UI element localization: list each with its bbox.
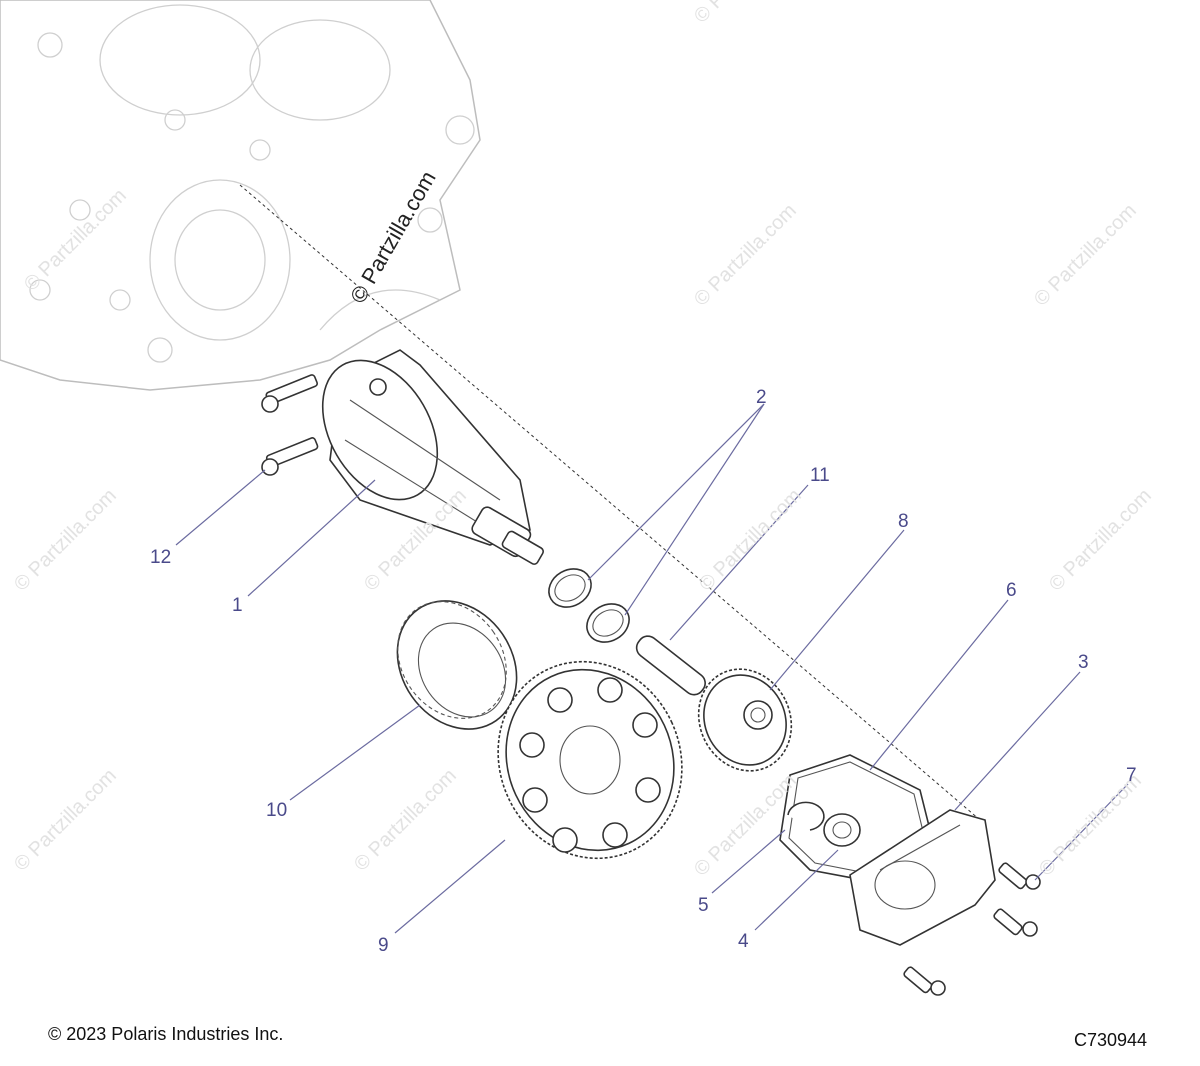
o-ring-pair: [548, 568, 630, 643]
bearing: [823, 813, 861, 847]
starter-driven-gear: [497, 660, 683, 860]
callout-1: 1: [232, 595, 243, 616]
starter-bolt-upper: [261, 374, 318, 413]
callout-11: 11: [810, 465, 830, 486]
callout-9: 9: [378, 935, 389, 956]
gear-cover: [849, 809, 996, 946]
starter-bolt-lower: [261, 437, 319, 476]
diagram-id: C730944: [1074, 1030, 1148, 1050]
callout-4: 4: [738, 931, 749, 952]
callout-12: 12: [150, 547, 172, 568]
callout-7: 7: [1126, 765, 1137, 786]
starter-motor: [321, 349, 544, 565]
callout-2: 2: [756, 387, 767, 408]
one-way-clutch: [396, 600, 518, 730]
idler-shaft: [635, 635, 706, 696]
callout-5: 5: [698, 895, 709, 916]
callout-6: 6: [1006, 580, 1017, 601]
copyright-text: © 2023 Polaris Industries Inc.: [48, 1024, 284, 1044]
engine-crankcase: [0, 0, 481, 391]
cover-bolt-lower: [903, 966, 946, 996]
idler-gear: [697, 668, 793, 772]
leader-lines: [175, 403, 1129, 934]
alignment-line: [239, 184, 981, 821]
cover-bolt-upper: [998, 862, 1041, 890]
callout-10: 10: [266, 800, 288, 821]
snap-ring: [787, 801, 825, 831]
callout-3: 3: [1078, 652, 1089, 673]
cover-bolt-middle: [993, 908, 1038, 937]
callout-8: 8: [898, 511, 909, 532]
